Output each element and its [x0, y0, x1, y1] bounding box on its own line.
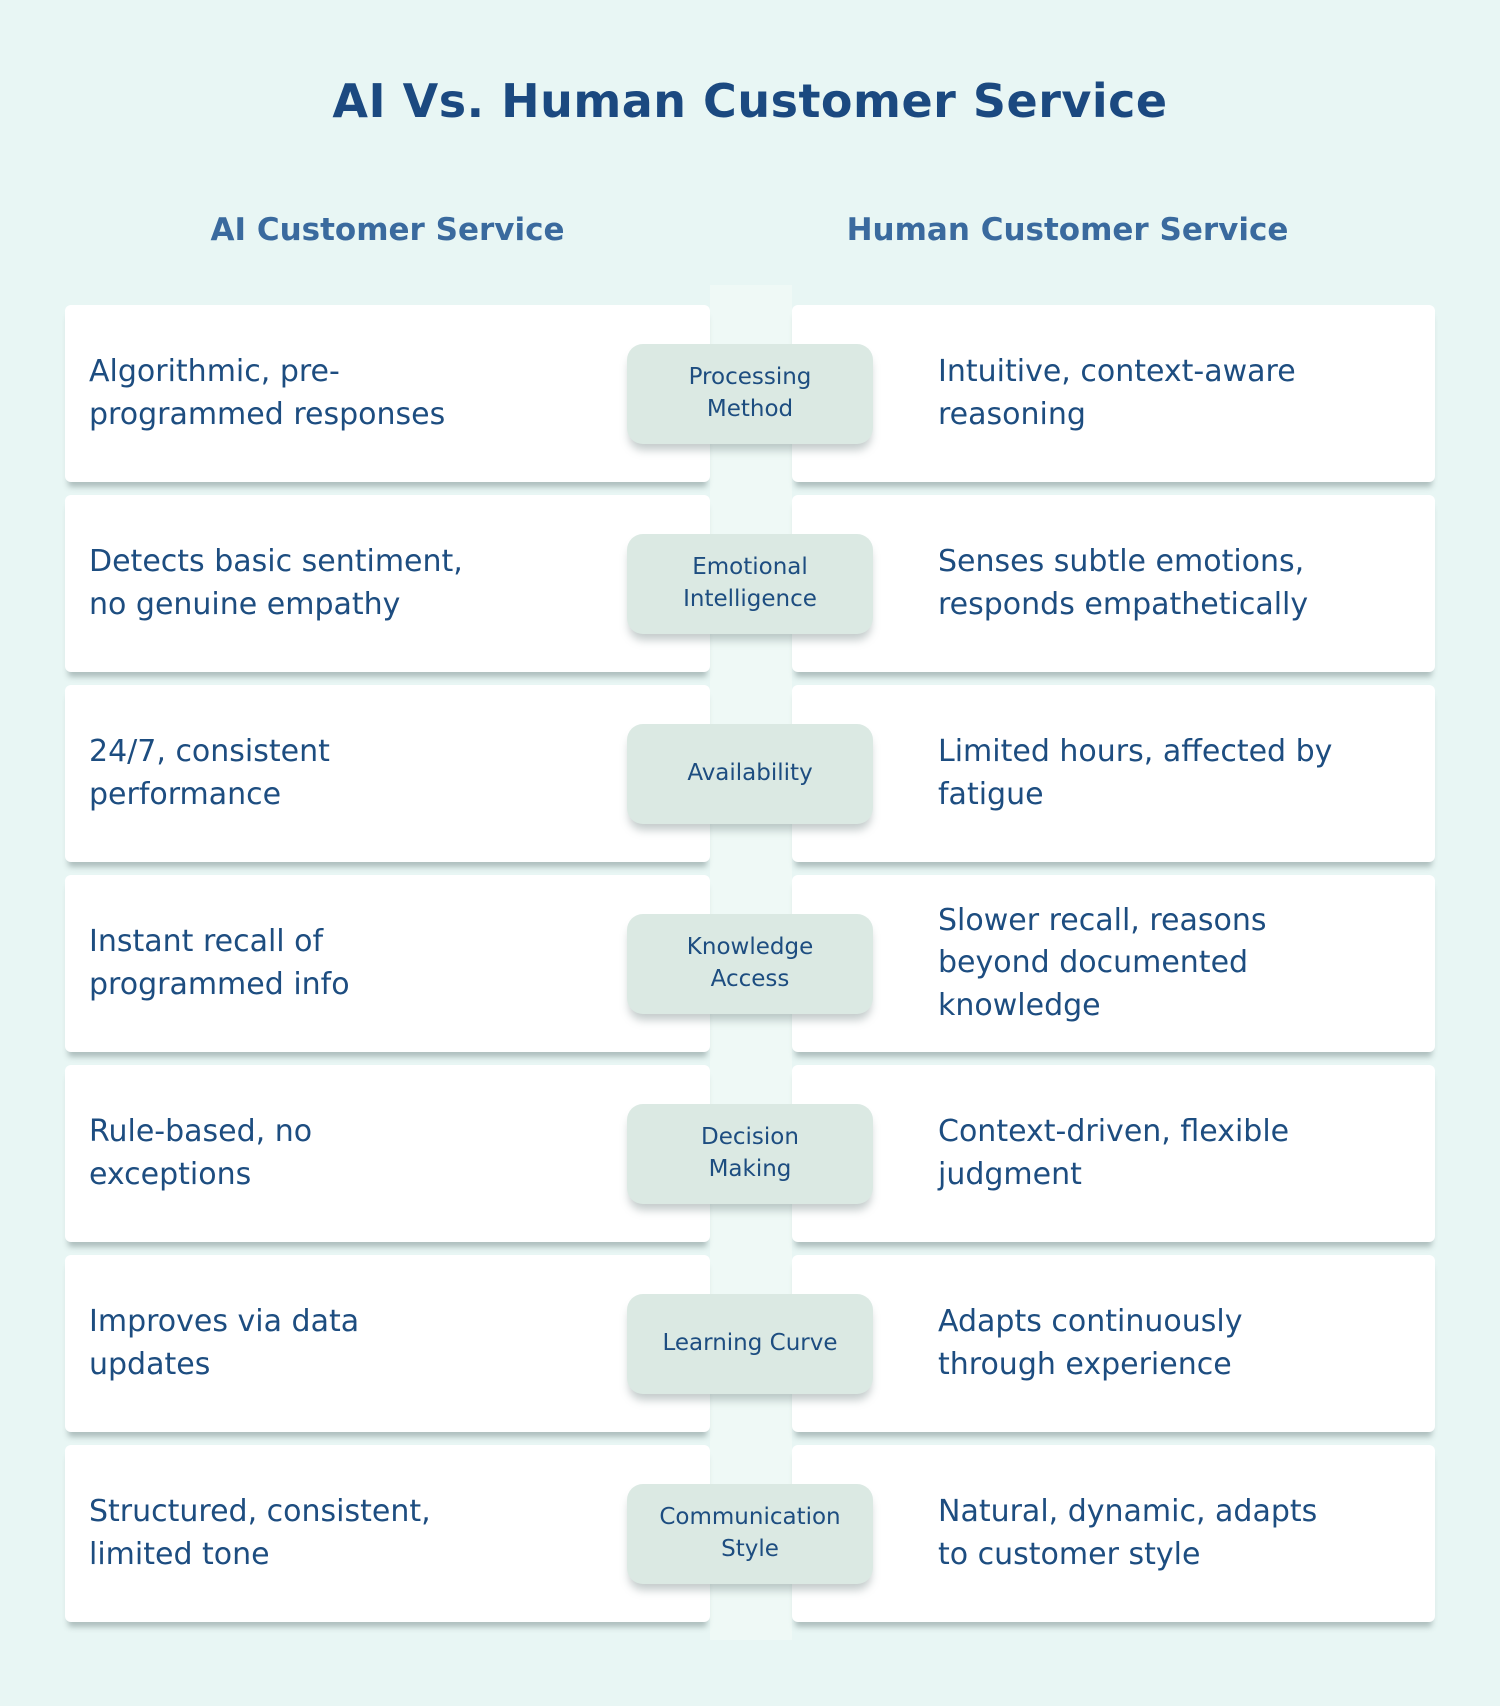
- comparison-row: Rule-based, no exceptions Context-driven…: [65, 1065, 1435, 1242]
- ai-card: Improves via data updates: [65, 1255, 710, 1432]
- human-card: Limited hours, affected by fatigue: [792, 685, 1435, 862]
- ai-card: 24/7, consistent performance: [65, 685, 710, 862]
- human-card: Senses subtle emotions, responds empathe…: [792, 495, 1435, 672]
- category-pill: Communication Style: [627, 1483, 873, 1584]
- comparison-row: Instant recall of programmed info Slower…: [65, 875, 1435, 1052]
- ai-card: Instant recall of programmed info: [65, 875, 710, 1052]
- human-card: Adapts continuously through experience: [792, 1255, 1435, 1432]
- ai-column-header: AI Customer Service: [210, 212, 565, 248]
- human-card: Slower recall, reasons beyond documented…: [792, 875, 1435, 1052]
- comparison-row: Structured, consistent, limited tone Nat…: [65, 1445, 1435, 1622]
- comparison-row: Detects basic sentiment, no genuine empa…: [65, 495, 1435, 672]
- comparison-row: 24/7, consistent performance Limited hou…: [65, 685, 1435, 862]
- page-title: AI Vs. Human Customer Service: [332, 74, 1168, 128]
- ai-card: Rule-based, no exceptions: [65, 1065, 710, 1242]
- comparison-row: Improves via data updates Adapts continu…: [65, 1255, 1435, 1432]
- category-pill: Availability: [627, 723, 873, 824]
- human-card: Context-driven, flexible judgment: [792, 1065, 1435, 1242]
- category-pill: Processing Method: [627, 343, 873, 444]
- human-card: Natural, dynamic, adapts to customer sty…: [792, 1445, 1435, 1622]
- human-column-header: Human Customer Service: [846, 212, 1289, 248]
- category-pill: Learning Curve: [627, 1293, 873, 1394]
- comparison-rows: Algorithmic, pre- programmed responses I…: [65, 305, 1435, 1622]
- ai-card: Detects basic sentiment, no genuine empa…: [65, 495, 710, 672]
- comparison-row: Algorithmic, pre- programmed responses I…: [65, 305, 1435, 482]
- ai-card: Structured, consistent, limited tone: [65, 1445, 710, 1622]
- category-pill: Decision Making: [627, 1103, 873, 1204]
- ai-card: Algorithmic, pre- programmed responses: [65, 305, 710, 482]
- human-card: Intuitive, context-aware reasoning: [792, 305, 1435, 482]
- category-pill: Emotional Intelligence: [627, 533, 873, 634]
- category-pill: Knowledge Access: [627, 913, 873, 1014]
